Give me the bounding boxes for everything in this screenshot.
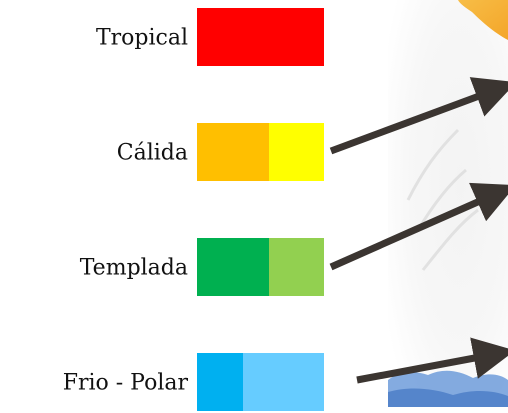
legend-swatch xyxy=(197,123,324,181)
legend-label: Frio - Polar xyxy=(62,370,188,396)
swatch-segment xyxy=(197,8,324,66)
swatch-segment xyxy=(197,353,243,411)
legend-row-templada: Templada xyxy=(0,238,330,298)
legend-swatch xyxy=(197,8,324,66)
legend-swatch xyxy=(197,238,324,296)
background-illustration xyxy=(388,0,508,407)
legend-row-calida: Cálida xyxy=(0,123,330,183)
legend-swatch xyxy=(197,353,324,411)
sun-shape xyxy=(458,0,508,40)
swatch-segment xyxy=(197,238,269,296)
legend-label: Cálida xyxy=(116,140,188,166)
legend-row-tropical: Tropical xyxy=(0,8,330,68)
legend-row-frio-polar: Frio - Polar xyxy=(0,353,330,413)
background-illustration-art xyxy=(388,0,508,407)
swatch-segment xyxy=(197,123,269,181)
legend-label: Templada xyxy=(79,255,188,281)
swatch-segment xyxy=(269,238,324,296)
swatch-segment xyxy=(243,353,324,411)
swatch-segment xyxy=(269,123,324,181)
legend-label: Tropical xyxy=(95,25,188,51)
